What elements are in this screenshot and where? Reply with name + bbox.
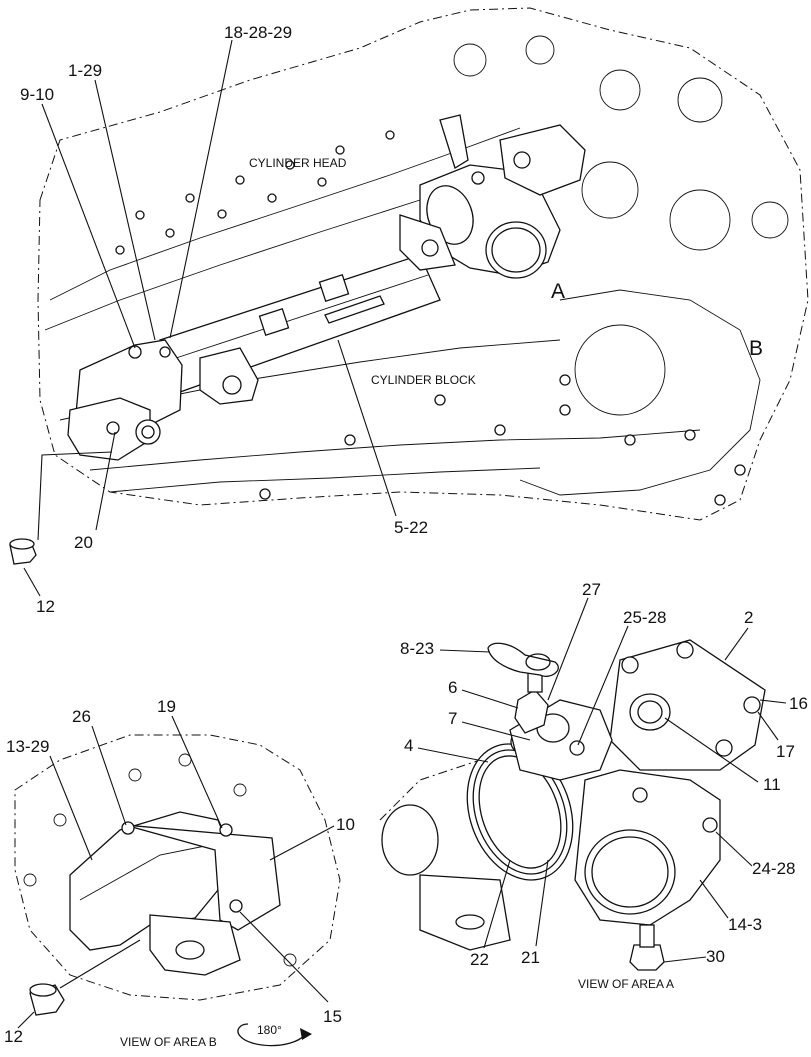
callout-20: 20	[74, 533, 93, 552]
leader-2	[724, 627, 749, 661]
leader-8-23	[439, 649, 491, 653]
cylinder-head-edge-2	[44, 199, 421, 331]
callout-30: 30	[706, 947, 725, 966]
caption-area-b: VIEW OF AREA B	[120, 1035, 217, 1049]
caption-area-a: VIEW OF AREA A	[578, 977, 674, 991]
leader-19	[171, 715, 223, 829]
front-housing	[519, 289, 761, 496]
leader-21	[535, 859, 549, 947]
leader-20	[95, 431, 116, 531]
head-bolt-row	[115, 130, 395, 255]
leader-25-28	[577, 625, 629, 746]
elbow-13	[69, 811, 229, 951]
callout-12-area-b: 12	[4, 1027, 23, 1046]
callout-24-28: 24-28	[752, 859, 795, 878]
leader-5-22	[337, 339, 397, 517]
cylinder-block-label: CYLINDER BLOCK	[371, 373, 476, 387]
leader-15	[239, 911, 329, 1003]
callout-27: 27	[582, 580, 601, 599]
thermostat-housing-main	[399, 114, 586, 279]
rotation-arrow-head	[300, 1028, 312, 1040]
callout-21: 21	[521, 948, 540, 967]
leader-12-main	[37, 451, 113, 541]
callout-25-28: 25-28	[623, 608, 666, 627]
leader-27	[547, 597, 589, 701]
leader-4	[417, 747, 489, 763]
callout-22: 22	[470, 950, 489, 969]
plug-12-main	[9, 538, 37, 565]
leader-17	[757, 711, 779, 741]
leader-26	[91, 725, 127, 826]
callout-1-29: 1-29	[68, 61, 102, 80]
leader-18-28-29	[169, 39, 233, 339]
callout-12-main: 12	[36, 597, 55, 616]
thermostat-4	[466, 743, 574, 881]
callout-7: 7	[448, 709, 457, 728]
area-b-bolts	[23, 753, 297, 967]
callout-4: 4	[404, 736, 413, 755]
callout-2: 2	[744, 608, 753, 627]
leader-10	[269, 825, 335, 861]
clip-8	[487, 642, 559, 677]
block-bolt-row	[259, 374, 746, 506]
area-b-view	[14, 734, 341, 1047]
housing-2	[609, 639, 766, 771]
leader-24-28	[715, 831, 753, 867]
leader-16	[759, 699, 787, 704]
plug-12-area-b	[29, 983, 65, 1016]
callout-19: 19	[157, 697, 176, 716]
leader-12-area-b	[59, 939, 141, 989]
leader-14-3	[699, 879, 729, 919]
leader-1-29	[94, 79, 156, 341]
callout-10-area-b: 10	[336, 815, 355, 834]
callout-13-29: 13-29	[6, 737, 49, 756]
rotation-label: 180°	[257, 1023, 282, 1037]
callout-26: 26	[72, 707, 91, 726]
callout-14-3: 14-3	[728, 915, 762, 934]
area-a-left-pipe	[381, 804, 439, 876]
cylinder-block-edge-3	[109, 467, 541, 493]
leader-30	[663, 956, 707, 963]
leader-12-area-b-callout	[17, 1011, 35, 1029]
leader-6	[461, 689, 519, 709]
callout-17: 17	[776, 742, 795, 761]
engine-outline	[37, 7, 809, 521]
callout-9-10: 9-10	[20, 85, 54, 104]
area-a-letter: A	[551, 280, 565, 303]
cylinder-head-label: CYLINDER HEAD	[249, 156, 347, 170]
area-a-view	[379, 639, 766, 971]
callout-6: 6	[448, 678, 457, 697]
area-b-letter: B	[749, 337, 763, 360]
leader-11	[664, 717, 759, 783]
callout-5-22: 5-22	[394, 518, 428, 537]
engine-main-view	[9, 7, 809, 565]
leader-9-10	[41, 103, 136, 349]
bolt-30	[629, 944, 665, 971]
callout-11: 11	[763, 775, 781, 794]
rotation-arrow	[237, 1023, 306, 1047]
callout-8-23: 8-23	[400, 639, 434, 658]
leader-7	[461, 721, 531, 741]
leader-13-29	[49, 755, 93, 861]
leader-12-callout	[23, 567, 41, 597]
callout-15: 15	[323, 1007, 342, 1026]
cylinder-block-edge-2	[89, 429, 701, 471]
callout-16: 16	[789, 694, 808, 713]
callout-18-28-29: 18-28-29	[224, 23, 292, 42]
leader-22	[483, 859, 511, 949]
